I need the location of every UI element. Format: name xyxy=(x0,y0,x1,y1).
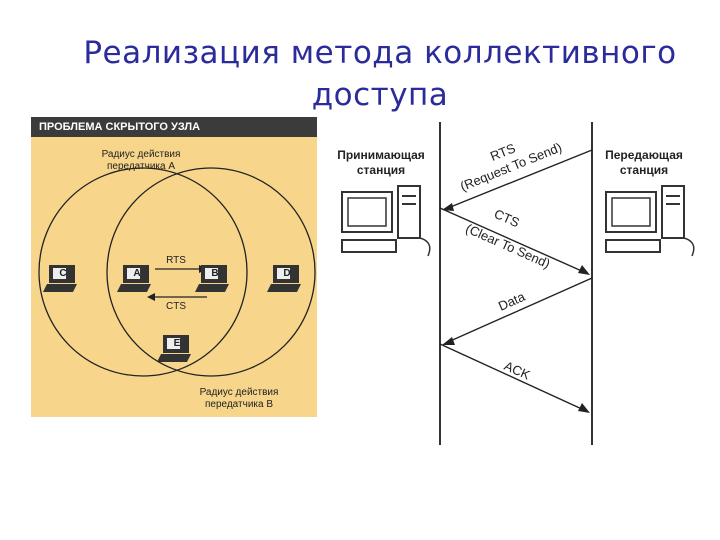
data-message-line xyxy=(448,278,592,342)
sender-line1: Передающая xyxy=(594,148,694,163)
sender-line2: станция xyxy=(594,163,694,178)
ack-message-arrowhead xyxy=(578,403,590,413)
receiver-computer-icon xyxy=(342,186,430,256)
sender-computer-icon xyxy=(606,186,694,256)
receiver-label: Принимающая станция xyxy=(328,148,434,178)
receiver-line1: Принимающая xyxy=(328,148,434,163)
sender-label: Передающая станция xyxy=(594,148,694,178)
ack-message-line xyxy=(440,344,584,410)
cts-message-arrowhead xyxy=(578,265,590,275)
data-message-arrowhead xyxy=(442,337,455,345)
receiver-line2: станция xyxy=(328,163,434,178)
